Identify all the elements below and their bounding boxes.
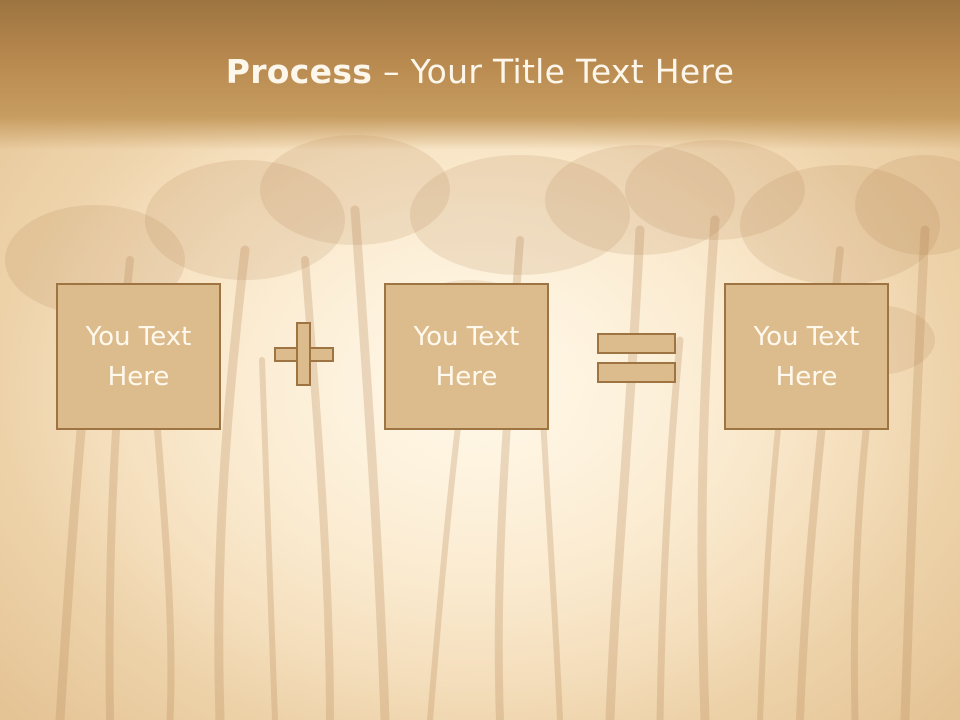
text-box-3[interactable]: You Text Here xyxy=(724,283,889,430)
title-rest: – Your Title Text Here xyxy=(372,52,735,91)
plus-icon-vertical xyxy=(296,322,311,386)
equals-icon-top-bar xyxy=(597,333,676,354)
title-bold: Process xyxy=(225,52,373,91)
text-box-1[interactable]: You Text Here xyxy=(56,283,221,430)
text-box-3-label: You Text Here xyxy=(753,321,860,392)
equals-icon-bottom-bar xyxy=(597,362,676,383)
title-bar: Process – Your Title Text Here xyxy=(0,0,960,150)
text-box-1-label: You Text Here xyxy=(85,321,192,392)
text-box-2[interactable]: You Text Here xyxy=(384,283,549,430)
text-box-2-label: You Text Here xyxy=(413,321,520,392)
slide-title: Process – Your Title Text Here xyxy=(0,52,960,91)
